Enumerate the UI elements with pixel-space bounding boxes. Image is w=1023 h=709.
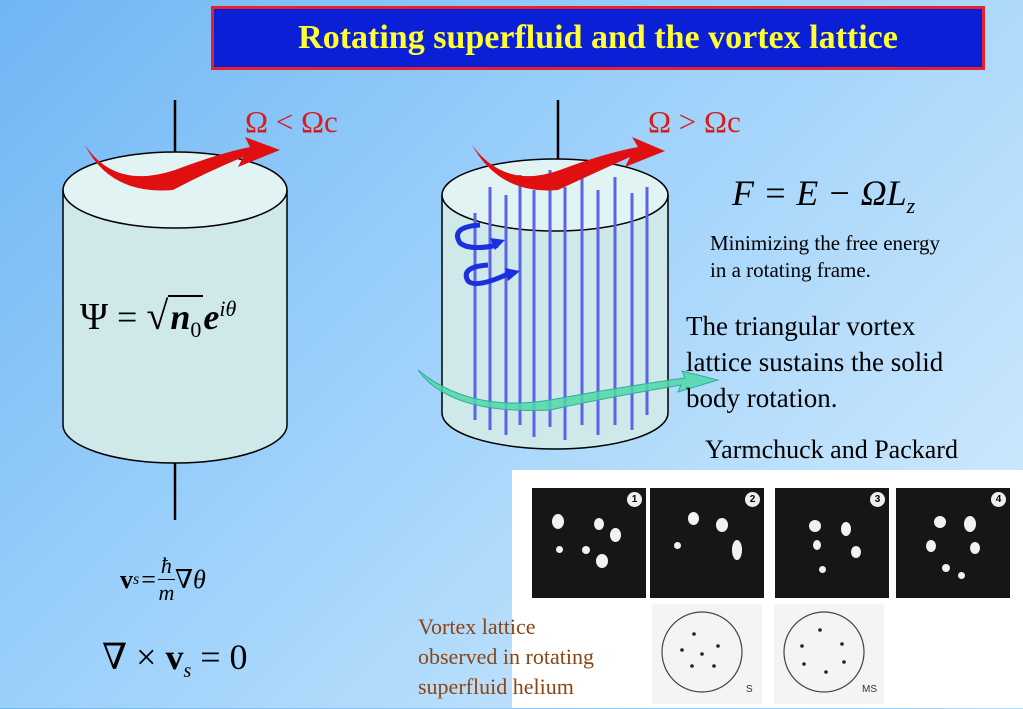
vortex-photo-panel: 1 2 3 4 [512,470,1023,708]
title-box: Rotating superfluid and the vortex latti… [211,6,985,70]
authors-label: Yarmchuck and Packard [705,435,958,464]
vortex-photo-1: 1 [532,488,646,598]
minimizing-text: Minimizing the free energy in a rotating… [710,231,940,282]
circulation-arrow-1 [455,222,499,251]
lattice-description: The triangular vortex lattice sustains t… [686,311,944,413]
vortex-lines [473,170,649,440]
free-energy-equation: F = E − ΩLz [732,173,916,219]
right-cylinder-figure [417,100,720,450]
omega-greater-label: Ω > Ωc [648,104,741,139]
vortex-caption: Vortex lattice observed in rotating supe… [418,614,594,699]
vortex-photo-3: 3 [775,488,889,598]
right-rotation-arrow [472,137,665,191]
circulation-arrow-2 [463,262,512,287]
psi-equation: Ψ = √n0eiθ [80,293,237,343]
vortex-photo-2: 2 [650,488,764,598]
vortex-photo-4: 4 [896,488,1010,598]
vortex-sketch-s: S [652,604,762,704]
curl-equation: ∇ × vs = 0 [102,637,248,683]
omega-less-label: Ω < Ωc [245,104,338,139]
left-cylinder-figure [62,100,288,520]
vortex-sketch-ms: MS [774,604,884,704]
left-cylinder-top [62,151,288,229]
left-rotation-arrow [85,137,280,191]
slide-title: Rotating superfluid and the vortex latti… [298,19,898,56]
body-rotation-arrow [417,369,720,411]
right-cylinder-body [441,195,669,450]
right-cylinder-top [441,158,669,232]
